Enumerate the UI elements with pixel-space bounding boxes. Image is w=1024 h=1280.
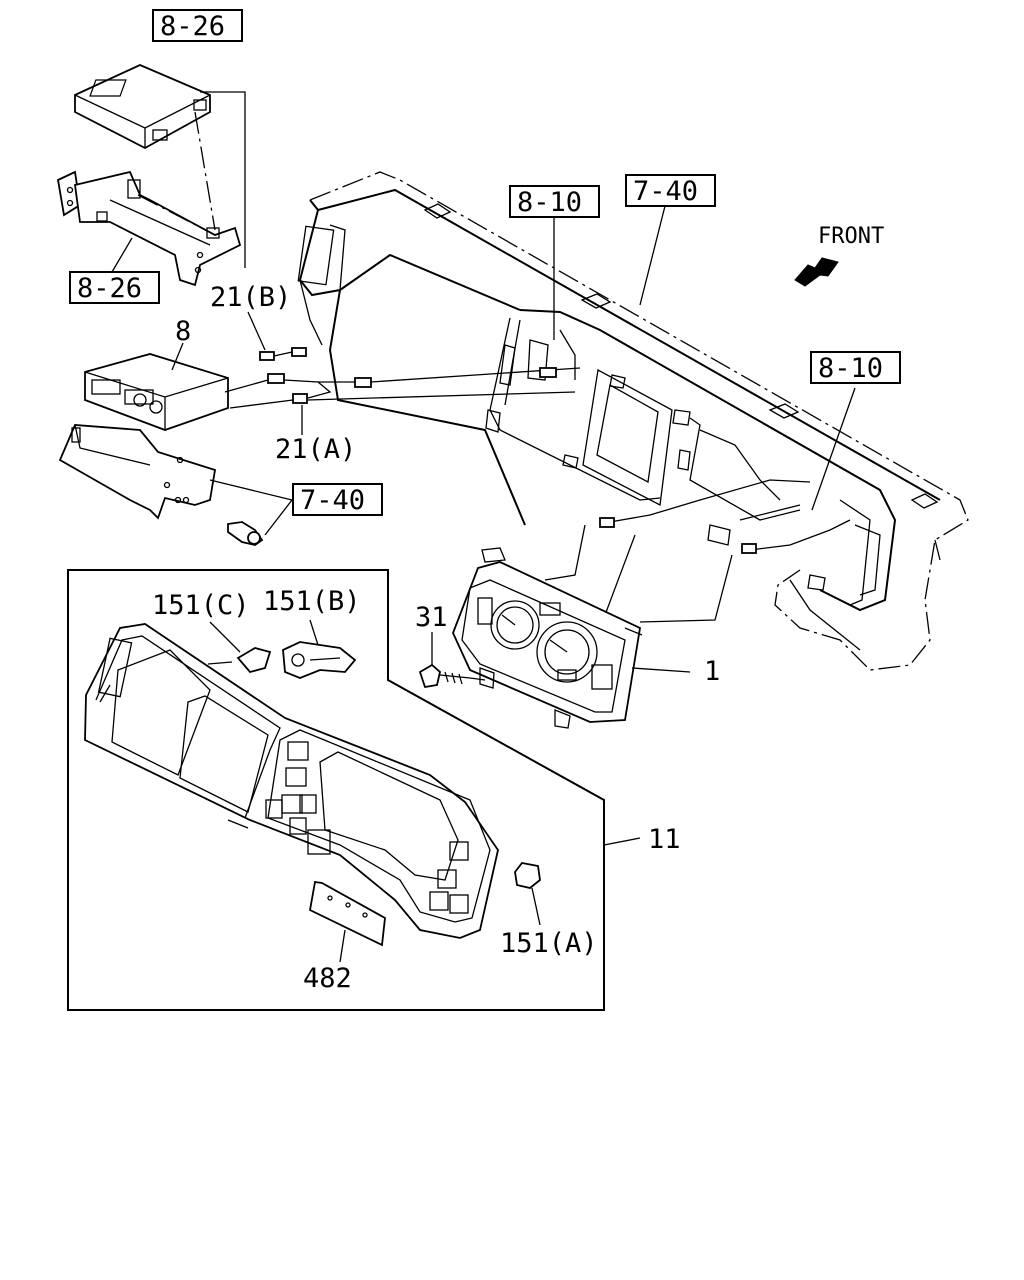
guide-unit-to-bracket <box>194 111 216 231</box>
leader-151b <box>309 619 319 646</box>
ref-label-7-40-lower: 7-40 <box>300 485 365 516</box>
dashboard-assembly <box>297 171 969 671</box>
leader-cluster-connector-3 <box>639 554 733 623</box>
ref-box-8-10-upper <box>509 185 600 218</box>
label-151c: 151(C) <box>152 590 250 621</box>
pad-151c <box>236 647 272 674</box>
ref-label-8-10-right: 8-10 <box>818 353 883 384</box>
guide-bracket <box>137 194 216 236</box>
ref-box-7-40-lower <box>292 483 383 516</box>
leader-482 <box>339 929 346 963</box>
leader-1 <box>631 667 691 673</box>
leader-cluster-connector-2 <box>604 534 636 616</box>
label-151a: 151(A) <box>500 928 598 959</box>
harness-21b <box>259 347 307 361</box>
ref-box-8-26-top <box>152 9 243 42</box>
guide-31 <box>469 677 486 681</box>
ref-label-7-40-upper: 7-40 <box>633 176 698 207</box>
control-unit-8-26 <box>74 64 211 150</box>
label-1: 1 <box>704 656 720 687</box>
ref-label-8-26-bottom: 8-26 <box>77 273 142 304</box>
screw-31 <box>418 663 471 689</box>
cluster-bezel-11 <box>84 623 499 939</box>
leader-7-40-lower <box>209 479 293 536</box>
front-arrow-icon <box>794 257 839 287</box>
screw-7-40 <box>227 521 264 546</box>
leader-8-10-right <box>811 387 856 511</box>
plate-482 <box>308 880 386 947</box>
wire-audio-b <box>229 399 294 409</box>
wire-to-panel-2 <box>307 391 576 401</box>
harness-21a <box>267 373 372 404</box>
leader-8-26-top <box>200 91 246 268</box>
leader-151c-2 <box>207 661 233 665</box>
ref-box-8-10-right <box>810 351 901 384</box>
leader-11 <box>603 837 641 846</box>
ref-label-8-26-top: 8-26 <box>160 11 225 42</box>
bracket-151b <box>282 641 357 679</box>
leader-7-40-upper <box>639 205 666 306</box>
leader-151a <box>531 887 541 926</box>
clip-151a <box>514 862 541 889</box>
label-21b: 21(B) <box>210 282 291 313</box>
label-front: FRONT <box>818 224 884 249</box>
leader-151c <box>209 621 241 653</box>
label-31: 31 <box>415 602 448 633</box>
label-21a: 21(A) <box>275 434 356 465</box>
ref-box-8-26-bottom <box>69 271 160 304</box>
audio-bracket <box>58 424 217 520</box>
leader-8 <box>171 342 184 371</box>
wire-audio-a <box>224 379 269 393</box>
instrument-cluster-1 <box>452 547 643 729</box>
label-151b: 151(B) <box>263 586 361 617</box>
label-482: 482 <box>303 963 352 994</box>
label-8: 8 <box>175 316 191 347</box>
ref-label-8-10-upper: 8-10 <box>517 187 582 218</box>
leader-21b <box>247 311 266 351</box>
bracket-8-26 <box>56 170 242 287</box>
leader-8-26-bottom <box>111 237 133 273</box>
audio-unit-8 <box>84 353 229 431</box>
leader-cluster-connector <box>544 524 586 581</box>
ref-box-7-40-upper <box>625 174 716 207</box>
label-11: 11 <box>648 824 681 855</box>
